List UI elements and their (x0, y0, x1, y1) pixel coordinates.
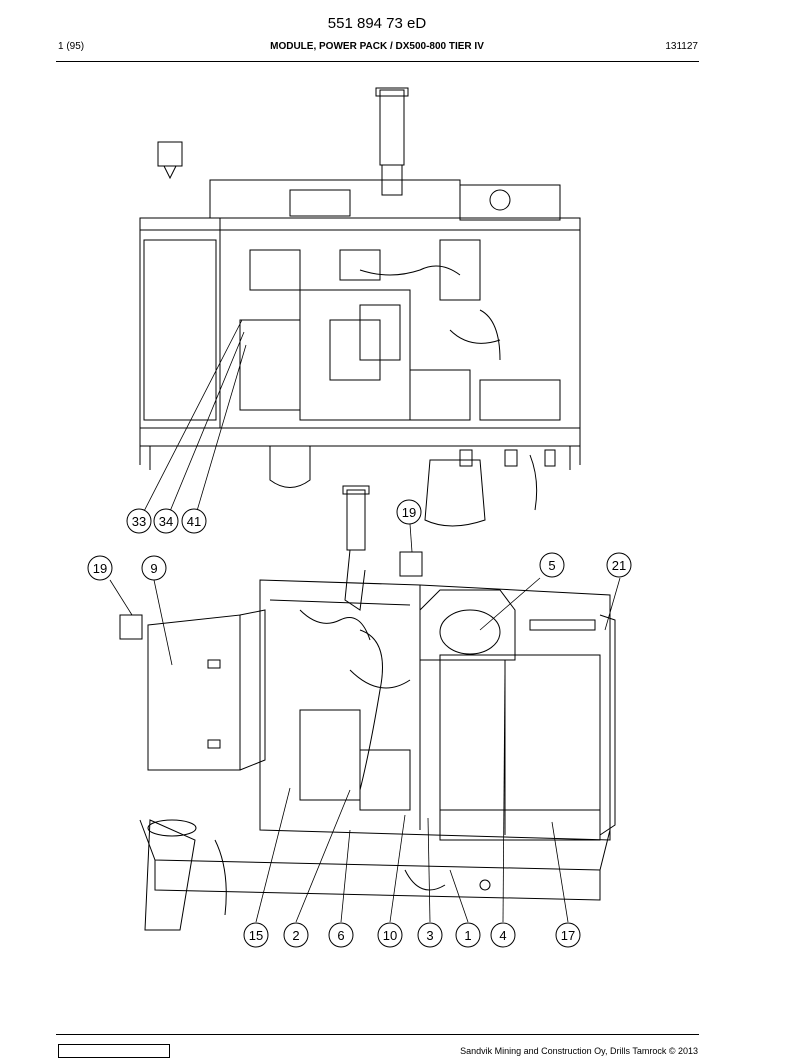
callout-19-left: 19 (87, 555, 113, 581)
svg-text:10: 10 (383, 928, 397, 943)
svg-text:4: 4 (499, 928, 506, 943)
svg-text:41: 41 (187, 514, 201, 529)
document-number: 551 894 73 eD (327, 15, 427, 32)
svg-text:6: 6 (337, 928, 344, 943)
callout-21: 21 (606, 552, 632, 578)
svg-text:21: 21 (612, 558, 626, 573)
footer-copyright: Sandvik Mining and Construction Oy, Dril… (460, 1046, 698, 1056)
svg-text:3: 3 (426, 928, 433, 943)
callout-33: 33 (126, 508, 152, 534)
svg-text:19: 19 (402, 505, 416, 520)
callout-1: 1 (455, 922, 481, 948)
callout-5: 5 (539, 552, 565, 578)
date-code: 131127 (665, 41, 698, 52)
callout-15: 15 (243, 922, 269, 948)
svg-text:9: 9 (150, 561, 157, 576)
callout-6: 6 (328, 922, 354, 948)
sandvik-logo (58, 1044, 170, 1058)
parts-drawing: 33 34 41 19 19 9 5 21 15 2 6 10 (87, 87, 632, 948)
page-title: MODULE, POWER PACK / DX500-800 TIER IV (270, 41, 484, 52)
svg-text:34: 34 (159, 514, 173, 529)
svg-text:33: 33 (132, 514, 146, 529)
callout-41: 41 (181, 508, 207, 534)
callout-2: 2 (283, 922, 309, 948)
svg-text:5: 5 (548, 558, 555, 573)
callout-34: 34 (153, 508, 179, 534)
svg-text:19: 19 (93, 561, 107, 576)
leader-lines (109, 319, 621, 923)
svg-text:1: 1 (464, 928, 471, 943)
header-rule (56, 61, 699, 62)
callout-4: 4 (490, 922, 516, 948)
svg-text:17: 17 (561, 928, 575, 943)
callout-19-top: 19 (396, 499, 422, 525)
callout-9: 9 (141, 555, 167, 581)
page-number: 1 (95) (58, 41, 85, 52)
top-view-illustration (139, 87, 581, 527)
svg-text:15: 15 (249, 928, 263, 943)
footer-rule (56, 1034, 699, 1035)
callout-10: 10 (377, 922, 403, 948)
svg-text:2: 2 (292, 928, 299, 943)
callout-17: 17 (555, 922, 581, 948)
bottom-view-illustration (119, 485, 616, 931)
callout-3: 3 (417, 922, 443, 948)
